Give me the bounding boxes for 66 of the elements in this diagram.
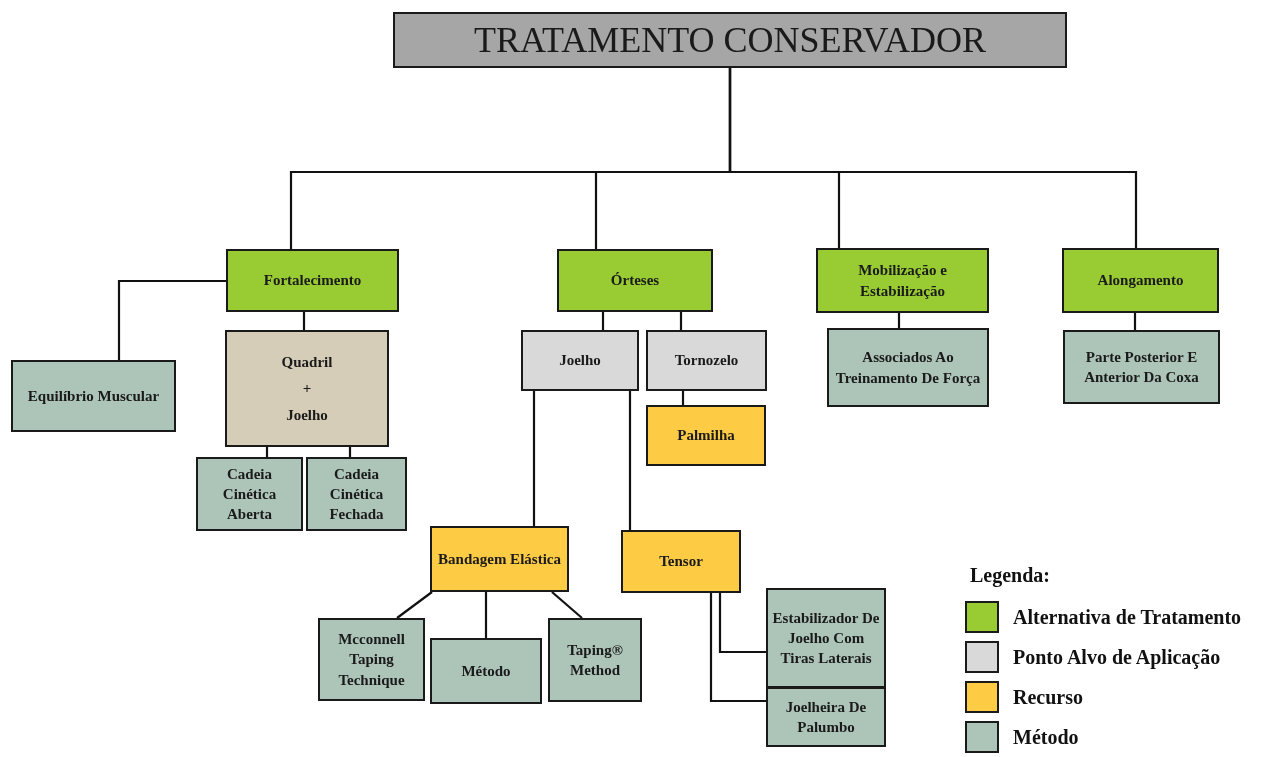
- node-label: Órteses: [610, 271, 660, 291]
- node-label: Palmilha: [677, 426, 735, 446]
- method-box: [318, 618, 425, 701]
- node-label: Fortalecimento: [263, 271, 362, 291]
- method-box: [766, 588, 886, 688]
- node-label: Mcconnell Taping Technique: [337, 630, 406, 690]
- connector-line: [628, 391, 632, 530]
- legend-label: Alternativa de Tratamento: [1013, 605, 1242, 629]
- connector-line: [117, 279, 226, 360]
- connector-line: [532, 391, 536, 526]
- connector-line: [718, 593, 766, 654]
- resource-box: [646, 405, 766, 466]
- method-box: [306, 457, 407, 531]
- method-box: [196, 457, 303, 531]
- node-label: Método: [461, 661, 511, 681]
- legend-title: Legenda:: [970, 564, 1050, 587]
- connector-line: [302, 312, 306, 330]
- method-box: [548, 618, 642, 702]
- node-label: Joelheira De Palumbo: [784, 697, 868, 737]
- node-label: Tensor: [659, 552, 703, 572]
- connector-line: [551, 591, 583, 619]
- node-label: Equilíbrio Muscular: [27, 386, 160, 406]
- node-label: Associados Ao Treinamento De Força: [834, 348, 982, 388]
- node-label: Bandagem Elástica: [438, 549, 561, 569]
- connector-line: [679, 312, 683, 330]
- node-label: Quadril: [281, 353, 333, 373]
- connector-line: [265, 447, 269, 457]
- node-label: Cadeia Cinética Aberta: [221, 464, 278, 525]
- node-label: Alongamento: [1097, 271, 1184, 291]
- category-box: [557, 249, 713, 312]
- target-box: [225, 330, 389, 447]
- node-label: Cadeia Cinética Fechada: [328, 464, 385, 525]
- node-label: Tornozelo: [674, 351, 739, 371]
- title-box: [393, 12, 1067, 68]
- resource-box: [621, 530, 741, 593]
- resource-box: [430, 526, 569, 592]
- node-label: Joelho: [559, 351, 601, 371]
- target-box: [646, 330, 767, 391]
- method-box: [1063, 330, 1220, 404]
- connector-line: [1133, 313, 1137, 330]
- node-label: +: [302, 379, 312, 399]
- connector-line: [601, 312, 605, 330]
- category-box: [816, 248, 989, 313]
- method-box: [766, 687, 886, 747]
- connector-line: [709, 593, 766, 703]
- target-box: [521, 330, 639, 391]
- connector-line: [728, 68, 1138, 248]
- connector-line: [681, 391, 685, 405]
- node-label: Parte Posterior E Anterior Da Coxa: [1083, 347, 1200, 387]
- category-box: [1062, 248, 1219, 313]
- node-label: Estabilizador De Joelho Com Tiras Laterais: [772, 608, 880, 669]
- node-label: TRATAMENTO CONSERVADOR: [474, 22, 986, 58]
- connector-line: [484, 592, 488, 638]
- connector-line: [897, 313, 901, 328]
- node-label: Joelho: [286, 405, 328, 425]
- legend-label: Ponto Alvo de Aplicação: [1013, 645, 1221, 669]
- connector-line: [348, 447, 352, 457]
- node-label: Mobilização e Estabilização: [857, 261, 948, 301]
- legend-label: Recurso: [1013, 685, 1083, 709]
- category-box: [226, 249, 399, 312]
- connector-line: [396, 591, 433, 619]
- legend-label: Método: [1013, 725, 1079, 749]
- method-box: [11, 360, 176, 432]
- node-label: Taping® Method: [566, 640, 624, 680]
- method-box: [430, 638, 542, 704]
- method-box: [827, 328, 989, 407]
